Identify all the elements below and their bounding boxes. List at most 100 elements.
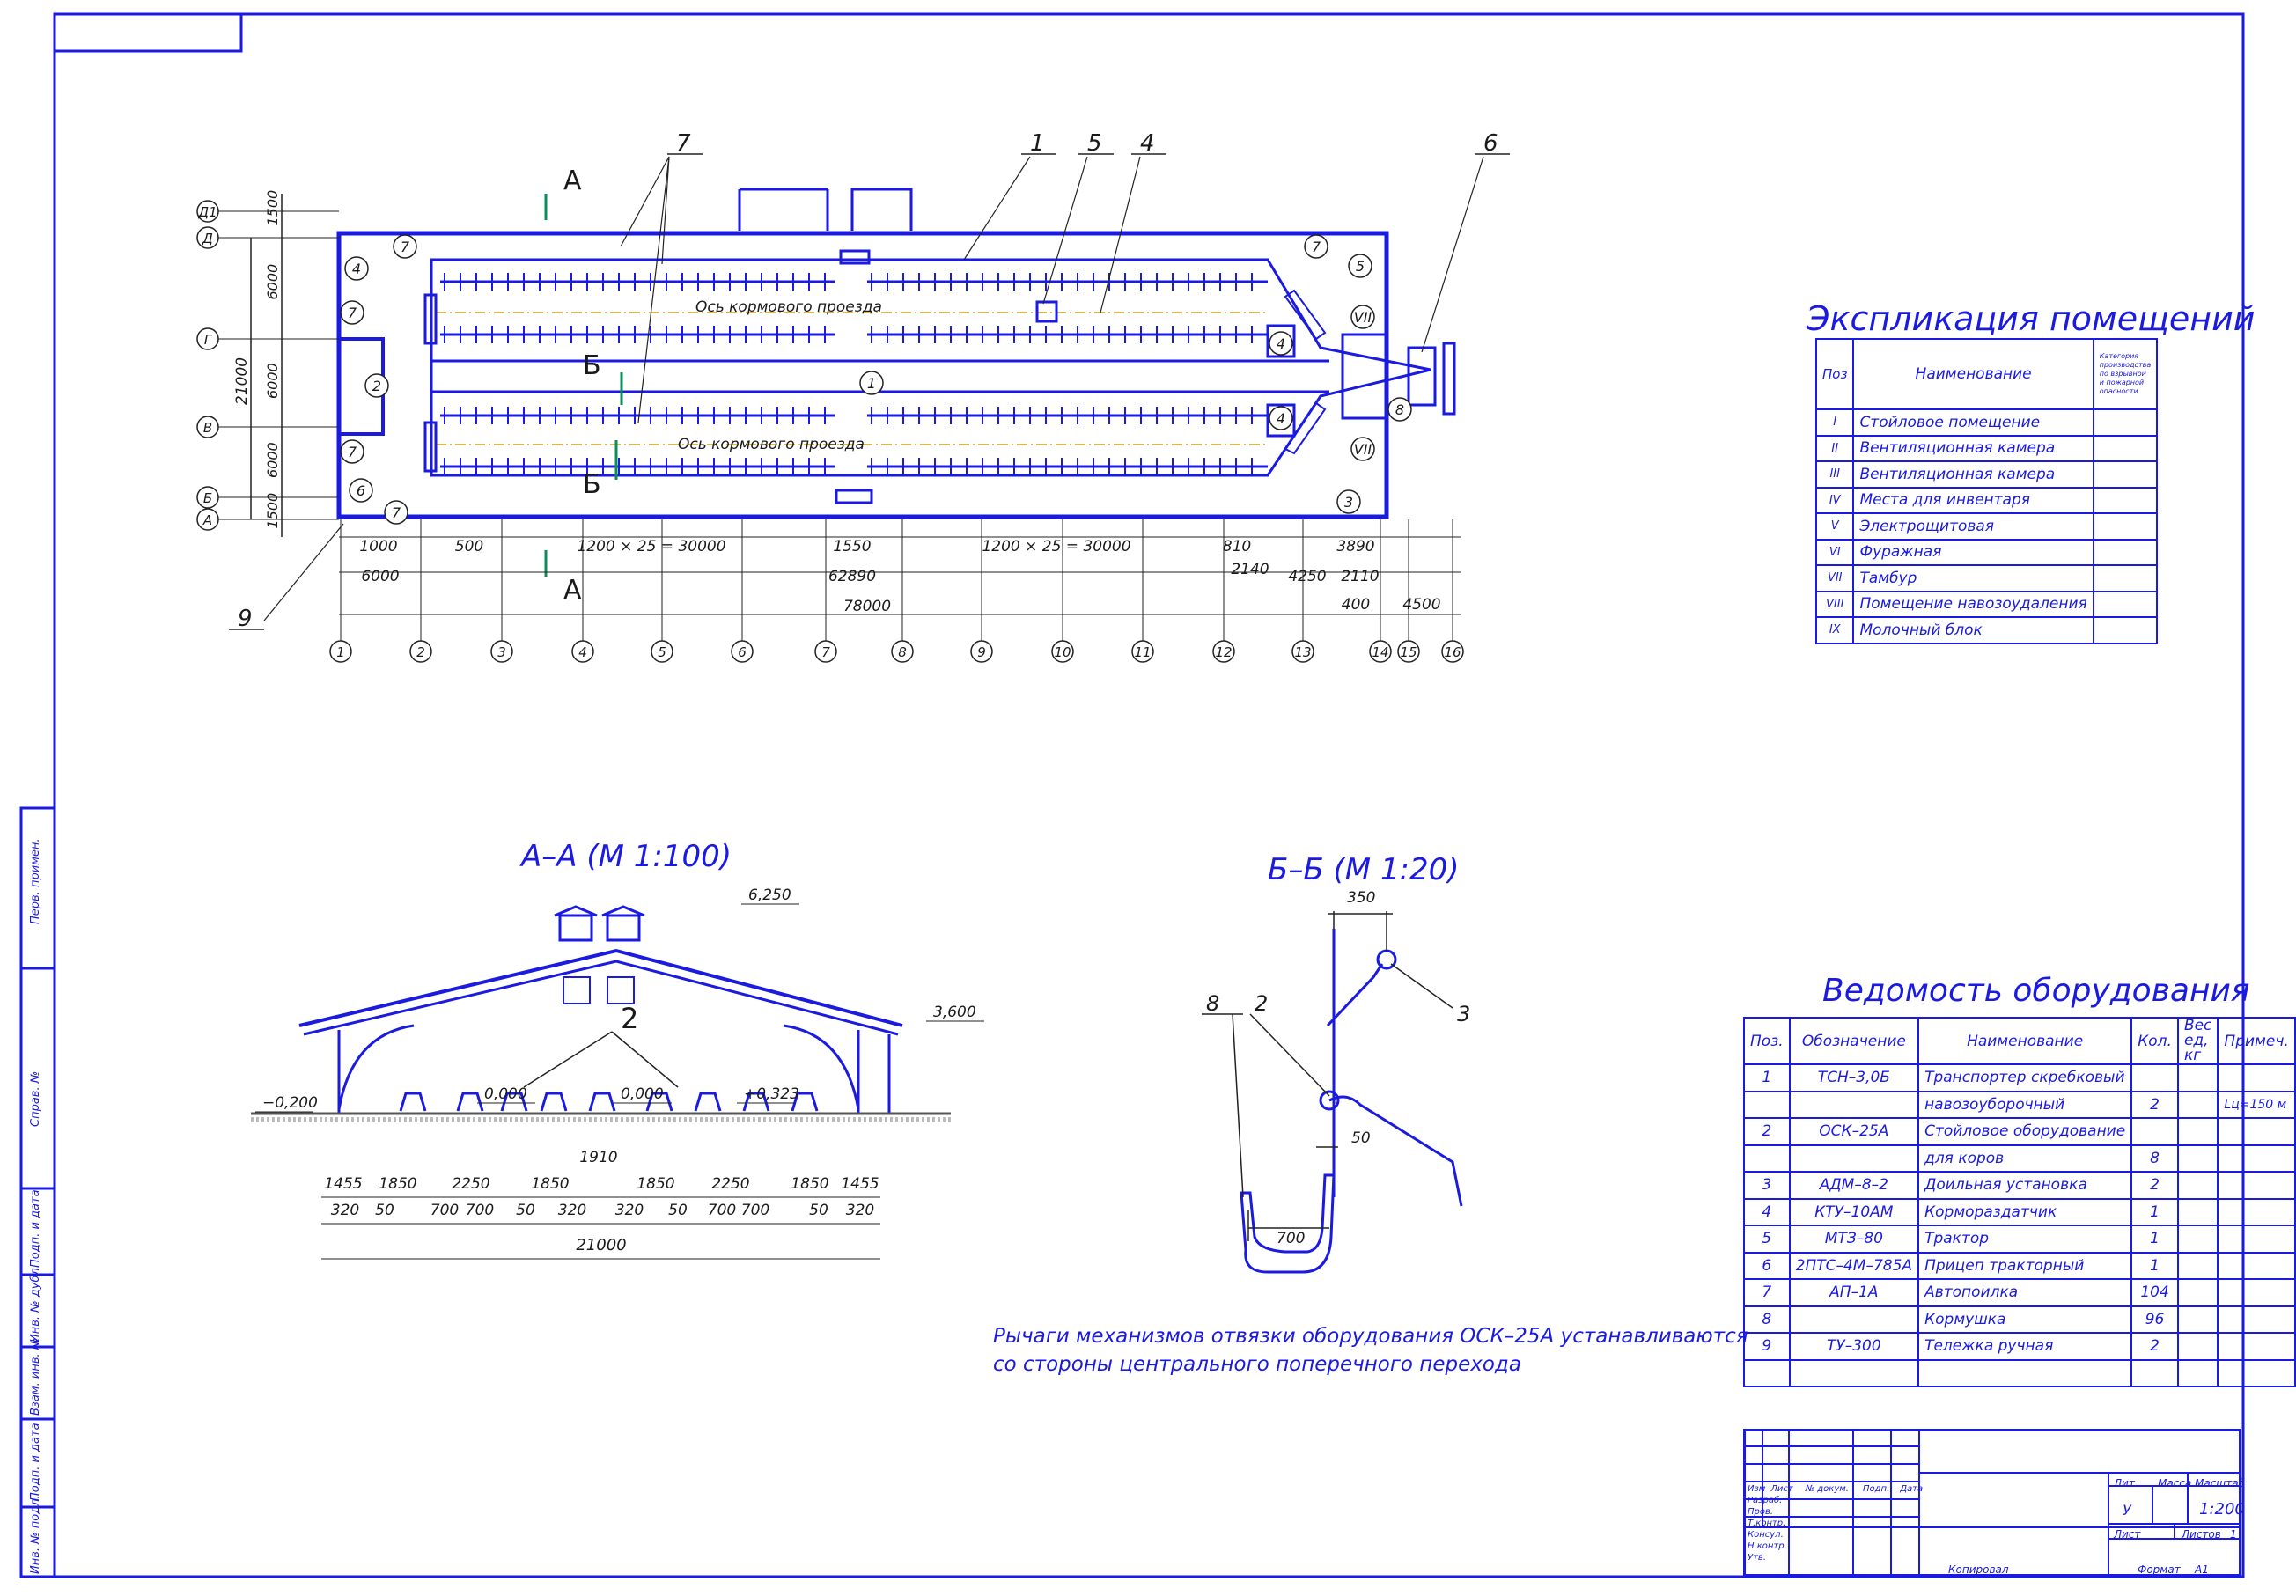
section-aa-title: А–А (М 1:100) — [521, 839, 732, 874]
stamp-format-label: Формат — [2138, 1563, 2181, 1576]
col-axis-bubble — [1131, 640, 1154, 663]
bb-dim: 350 — [1347, 889, 1375, 907]
aa-dim-top: 2250 — [452, 1175, 489, 1193]
stamp-mass-label: Масса — [2158, 1477, 2192, 1489]
eq-cell: Прицеп тракторный — [1917, 1251, 2133, 1280]
col-axis-label: 16 — [1444, 644, 1461, 660]
expl-category — [2092, 564, 2159, 592]
eq-header: Вес ед, кг — [2176, 1017, 2219, 1065]
row-dim: 1500 — [264, 190, 281, 226]
dim-top: 1000 — [359, 538, 397, 555]
aa-dim-bot: 700 — [430, 1202, 459, 1219]
room-mark-circle — [364, 373, 389, 398]
dim-bot: 78000 — [843, 598, 891, 615]
expl-name: Вентиляционная камера — [1852, 460, 2094, 489]
room-mark: 6 — [357, 482, 365, 499]
section-bb: 350 50 700 8 2 3 — [1202, 889, 1470, 1274]
eq-cell — [1743, 1090, 1791, 1119]
bb-dim: 50 — [1351, 1129, 1371, 1147]
stamp-roles: Разраб.Пров.Т.контр.Консул.Н.контр.Утв. — [1748, 1495, 1787, 1563]
dim-bot: 4500 — [1402, 596, 1440, 614]
eq-cell: 2 — [1743, 1117, 1791, 1146]
sheet-frame — [53, 12, 2245, 1578]
expl-pos: VI — [1814, 538, 1855, 566]
dim-mid: 2110 — [1341, 568, 1379, 585]
eq-cell: 2ПТС–4М–785А — [1788, 1251, 1920, 1280]
aa-level: 6,250 — [748, 886, 791, 904]
expl-pos: III — [1814, 460, 1855, 489]
stamp-role: Консул. — [1748, 1530, 1784, 1540]
eq-cell: 96 — [2130, 1305, 2179, 1334]
eq-cell: 4 — [1743, 1197, 1791, 1226]
side-label: Справ. № — [29, 1071, 42, 1127]
side-label: Перв. примен. — [29, 838, 42, 924]
leader-line — [1042, 156, 1088, 305]
room-mark: VII — [1354, 309, 1372, 326]
col-axis-label: 12 — [1215, 644, 1232, 660]
callout-number: 1 — [1030, 130, 1045, 157]
aa-dim-bot: 320 — [558, 1202, 586, 1219]
eq-cell: 1 — [2130, 1251, 2179, 1280]
eq-cell — [2176, 1332, 2219, 1361]
col-axis-bubble — [814, 640, 837, 663]
eq-cell: 9 — [1743, 1332, 1791, 1361]
room-mark-circle — [344, 256, 369, 281]
col-axis-bubble — [651, 640, 673, 663]
eq-cell: 1 — [1743, 1063, 1791, 1092]
expl-category — [2092, 538, 2159, 566]
aa-dim-bot: 700 — [708, 1202, 736, 1219]
room-mark-circle — [1269, 406, 1293, 430]
eq-cell — [1788, 1305, 1920, 1334]
row-axis-label: В — [203, 420, 212, 436]
dim-top: 1550 — [833, 538, 871, 555]
expl-name: Вентиляционная камера — [1852, 434, 2094, 462]
aa-dim-bot: 50 — [375, 1202, 394, 1219]
aa-dim-top: 1910 — [579, 1149, 617, 1166]
eq-cell — [2176, 1144, 2219, 1173]
col-axis-label: 3 — [497, 644, 506, 660]
eq-cell: Lц=150 м — [2217, 1090, 2296, 1119]
room-mark: 7 — [401, 239, 410, 255]
feed-axis-label: Ось кормового проезда — [695, 298, 882, 316]
room-mark-circle — [349, 478, 373, 503]
eq-cell — [1743, 1144, 1791, 1173]
floor-plan: А А Б Б Ось кормового проезда Ось кормов… — [196, 130, 1510, 663]
expl-category — [2092, 512, 2159, 541]
col-axis-label: 7 — [821, 644, 830, 660]
eq-header: Кол. — [2130, 1017, 2179, 1065]
section-mark: А — [563, 165, 582, 196]
row-dim: 6000 — [264, 442, 281, 478]
equipment-title: Ведомость оборудования — [1822, 973, 2250, 1009]
eq-cell — [2217, 1332, 2296, 1361]
stamp-col: Подп. — [1862, 1484, 1890, 1494]
expl-pos: I — [1814, 408, 1855, 437]
section-mark: А — [563, 575, 582, 606]
room-mark: 4 — [1277, 335, 1285, 352]
eq-cell: ТУ–300 — [1788, 1332, 1920, 1361]
callout-number: 7 — [676, 130, 691, 157]
callout-number: 6 — [1483, 130, 1498, 157]
aa-dim-top: 1850 — [637, 1175, 674, 1193]
room-mark: 4 — [1277, 410, 1285, 427]
eq-cell: 6 — [1743, 1251, 1791, 1280]
room-mark-circle — [1350, 437, 1375, 461]
aa-callout: 2 — [621, 1002, 638, 1035]
col-axis-label: 13 — [1294, 644, 1311, 660]
col-axis-label: 6 — [738, 644, 747, 660]
eq-cell: Кормораздатчик — [1917, 1197, 2133, 1226]
room-mark: 4 — [352, 261, 361, 277]
eq-cell — [1788, 1144, 1920, 1173]
eq-cell — [1788, 1358, 1920, 1387]
expl-category — [2092, 460, 2159, 489]
col-axis-label: 14 — [1372, 644, 1388, 660]
aa-level: 0,000 — [484, 1085, 527, 1103]
section-mark: Б — [583, 469, 601, 500]
